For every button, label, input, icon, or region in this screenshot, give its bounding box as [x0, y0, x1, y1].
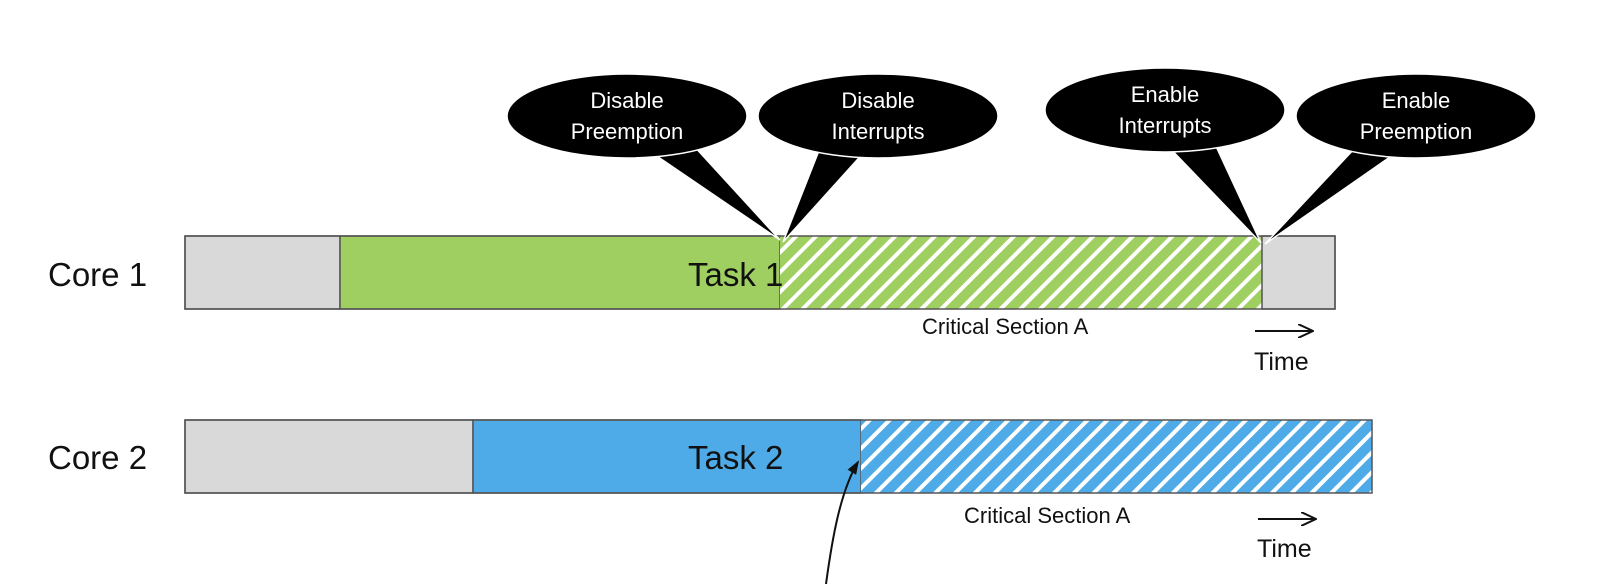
core-2-critical-section-label: Critical Section A [964, 503, 1131, 528]
core-1-label: Core 1 [48, 256, 147, 293]
core-2-time-label: Time [1257, 535, 1312, 563]
callout-disable-preemption: Disable Preemption [506, 73, 781, 241]
callout-enable-interrupts-line2: Interrupts [1119, 113, 1212, 138]
core-2-task-label: Task 2 [688, 439, 783, 476]
callout-disable-interrupts-line1: Disable [841, 88, 914, 113]
callout-enable-preemption-line2: Preemption [1360, 119, 1473, 144]
callout-enable-preemption: Enable Preemption [1264, 73, 1537, 245]
core-2-timeline-bar [184, 419, 1373, 494]
core-1-task-segment [339, 235, 781, 310]
core-1-time-label: Time [1254, 348, 1309, 376]
core-1-critical-section-label: Critical Section A [922, 314, 1089, 339]
core-1-idle-start [184, 235, 341, 310]
callout-disable-interrupts-line2: Interrupts [832, 119, 925, 144]
core-2-bar-outline [184, 419, 1373, 494]
core-1-idle-end [1261, 235, 1336, 310]
callout-enable-interrupts-line1: Enable [1131, 82, 1200, 107]
callout-disable-preemption-line2: Preemption [571, 119, 684, 144]
core-1-critical-section-hatched [780, 236, 1262, 309]
callout-disable-interrupts: Disable Interrupts [757, 73, 999, 243]
callout-disable-preemption-line1: Disable [590, 88, 663, 113]
core-2-label: Core 2 [48, 439, 147, 476]
core-1-bar-outline [184, 235, 1336, 310]
callout-enable-interrupts: Enable Interrupts [1044, 67, 1286, 244]
callout-enable-preemption-line1: Enable [1382, 88, 1451, 113]
core-2-task-segment [472, 419, 862, 494]
blocked-pointer-arrow [825, 460, 860, 584]
core-2-idle-start [184, 419, 474, 494]
core-1-task-label: Task 1 [688, 256, 783, 293]
core-1-timeline-bar [184, 235, 1336, 310]
core-2-critical-section-hatched [861, 420, 1372, 493]
